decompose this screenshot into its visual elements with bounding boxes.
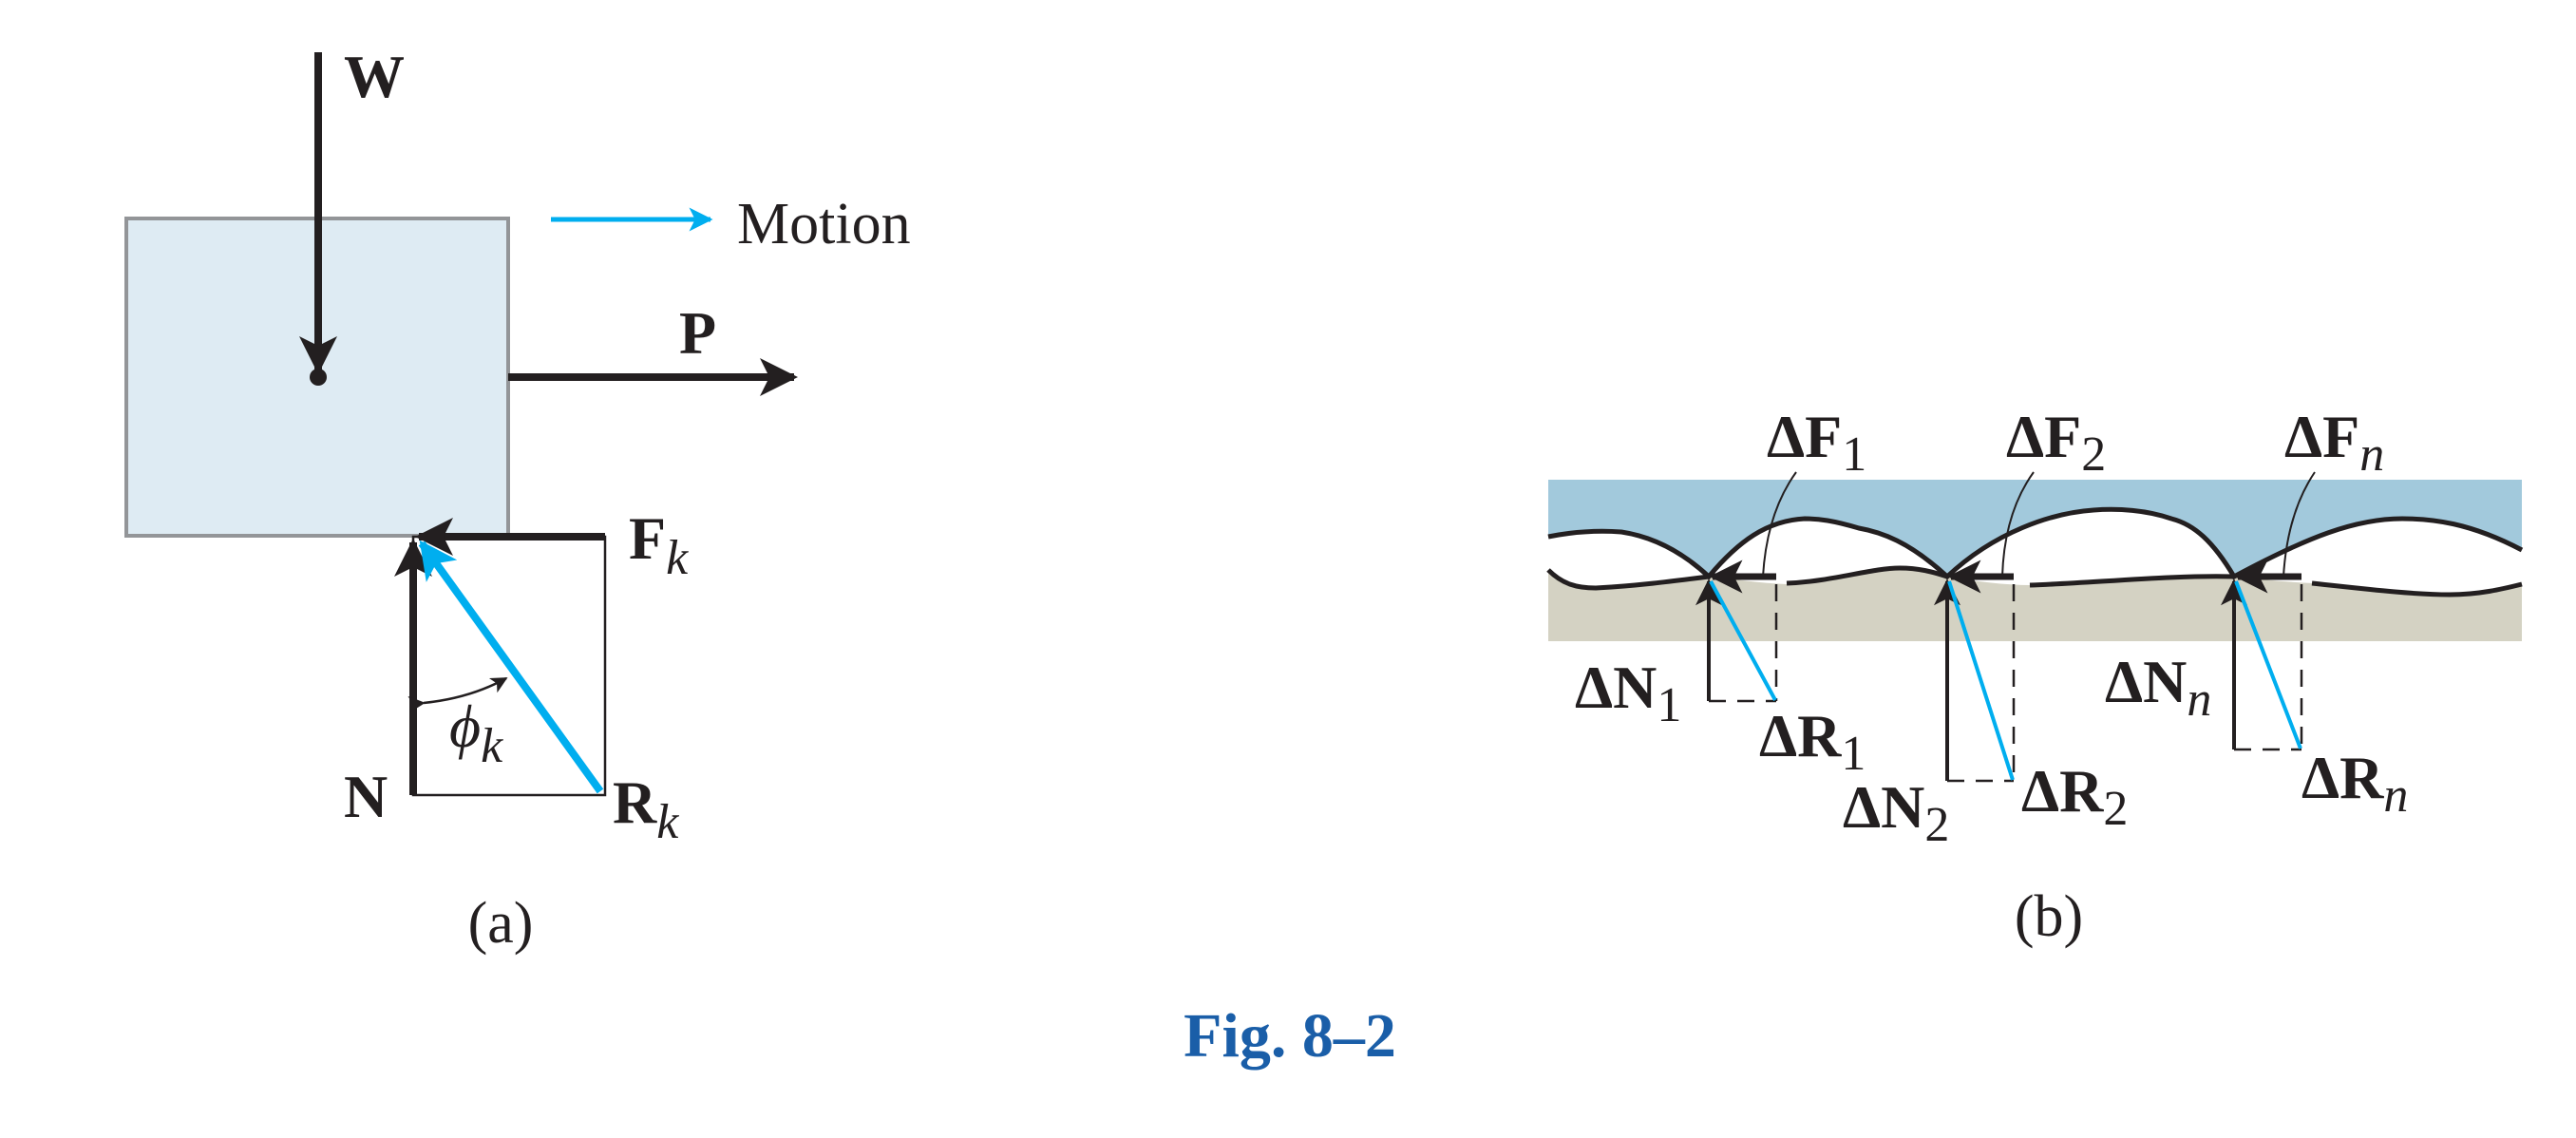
leader-line-1 bbox=[1762, 471, 1797, 578]
part-a-label: (a) bbox=[468, 891, 534, 956]
delta-rn-label: ΔRn bbox=[2301, 744, 2408, 823]
lower-body bbox=[1548, 568, 2522, 641]
contact-n-forces bbox=[2221, 471, 2316, 751]
angle-arc bbox=[407, 676, 508, 713]
part-b: ΔF1 ΔF2 ΔFn ΔN1 ΔR1 ΔN2 ΔR2 ΔNn ΔRn (b) bbox=[1546, 403, 2524, 949]
part-a: W Motion P Fk N Rk ϕk (a) bbox=[124, 43, 911, 956]
normal-label: N bbox=[344, 763, 388, 830]
resultant-arrow bbox=[418, 540, 604, 794]
lower-surface-profile bbox=[1546, 565, 2523, 597]
delta-fn-label: ΔFn bbox=[2284, 403, 2384, 482]
center-of-gravity bbox=[310, 369, 327, 386]
push-label: P bbox=[679, 299, 716, 367]
contact-1-forces bbox=[1695, 471, 1797, 703]
resultant-arrow-2 bbox=[1947, 580, 2015, 781]
delta-r2-label: ΔR2 bbox=[2021, 757, 2128, 836]
contact-2-forces bbox=[1934, 471, 2035, 783]
motion-label: Motion bbox=[737, 192, 911, 256]
leader-line-n bbox=[2282, 471, 2316, 578]
friction-label: Fk bbox=[629, 504, 689, 585]
upper-surface-profile bbox=[1547, 506, 2524, 580]
delta-r1-label: ΔR1 bbox=[1759, 702, 1866, 781]
leader-line-2 bbox=[2001, 471, 2035, 578]
resultant-label: Rk bbox=[613, 768, 679, 849]
part-b-label: (b) bbox=[2015, 884, 2083, 949]
weight-label: W bbox=[344, 43, 405, 110]
angle-label: ϕk bbox=[449, 692, 503, 773]
figure-caption: Fig. 8–2 bbox=[1184, 1001, 1396, 1071]
delta-f2-label: ΔF2 bbox=[2006, 403, 2106, 482]
resultant-arrow-n bbox=[2234, 580, 2302, 749]
delta-f1-label: ΔF1 bbox=[1767, 403, 1866, 482]
delta-nn-label: ΔNn bbox=[2105, 648, 2211, 727]
delta-n1-label: ΔN1 bbox=[1575, 654, 1681, 732]
resultant-arrow-1 bbox=[1709, 580, 1777, 701]
delta-n2-label: ΔN2 bbox=[1843, 773, 1949, 852]
